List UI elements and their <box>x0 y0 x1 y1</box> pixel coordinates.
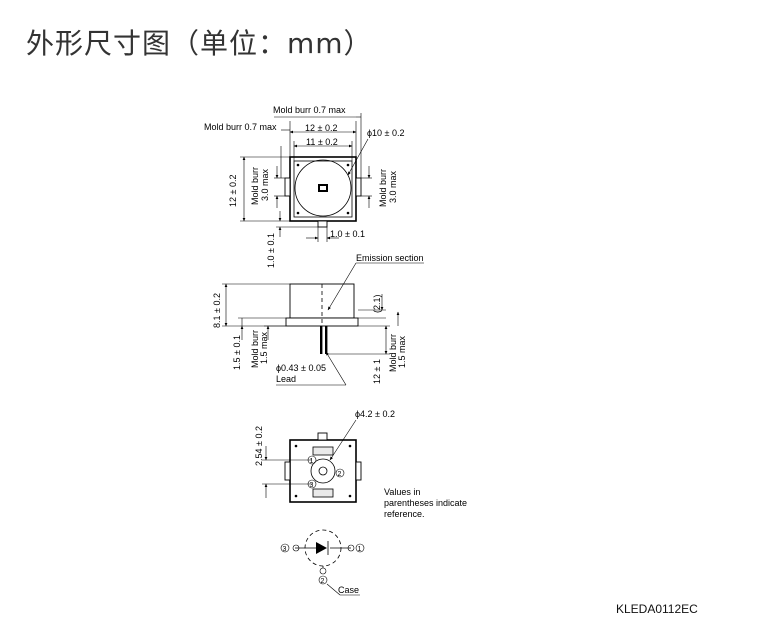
side-burr-right-a: Mold burr <box>388 334 398 372</box>
lead-label: Lead <box>276 374 296 384</box>
top-view-burr-left <box>284 177 291 197</box>
height-total-label: 8.1 ± 0.2 <box>212 293 222 328</box>
side-burr-left-a: Mold burr <box>250 330 260 368</box>
top-view-inner <box>293 160 353 218</box>
schematic-terminal-1 <box>347 544 355 552</box>
bottom-view-tab <box>317 432 328 441</box>
tab-width-label: 1.0 ± 0.1 <box>330 229 365 239</box>
mold-burr-side-right-a: Mold burr <box>378 169 388 207</box>
bottom-view: 1 2 3 2.54 ± 0.2 ϕ4.2 ± 0.2 Values in pa… <box>254 409 467 519</box>
note-line-2: parentheses indicate <box>384 498 467 508</box>
side-burr-left-b: 1.5 max <box>259 331 269 364</box>
svg-text:3: 3 <box>310 482 314 489</box>
note-line-1: Values in <box>384 487 420 497</box>
pcd-label: ϕ4.2 ± 0.2 <box>355 409 395 419</box>
drawing-code: KLEDA0112EC <box>616 602 698 616</box>
svg-text:2: 2 <box>321 578 325 585</box>
top-view-burr-right <box>355 177 362 197</box>
lead-dia-label: ϕ0.43 ± 0.05 <box>276 363 326 373</box>
svg-text:1: 1 <box>310 458 314 465</box>
bottom-pin-2 <box>335 468 345 478</box>
emission-section-label: Emission section <box>356 253 424 263</box>
side-burr-right-b: 1.5 max <box>397 335 407 368</box>
mold-burr-side-right-b: 3.0 max <box>388 170 398 203</box>
mold-burr-side-left-a: Mold burr <box>250 167 260 205</box>
top-view-window <box>294 159 352 217</box>
schematic-terminal-3 <box>292 544 300 552</box>
svg-text:2: 2 <box>338 471 342 478</box>
side-view-lead-1 <box>320 326 323 354</box>
schematic: 3 1 2 Case <box>280 529 365 596</box>
bottom-view-pad-top <box>312 446 334 456</box>
side-view-lead-2 <box>325 326 328 354</box>
mold-burr-top-label: Mold burr 0.7 max <box>273 105 346 115</box>
bottom-view-pad-bottom <box>312 488 334 498</box>
schematic-terminal-2 <box>319 567 327 575</box>
side-view: Emission section 8.1 ± 0.2 (2.1) 1.5 ± 0… <box>212 253 424 386</box>
mold-burr-side-left-b: 3.0 max <box>260 168 270 201</box>
width-outer-label: 12 ± 0.2 <box>305 123 337 133</box>
flange-height-label: 1.5 ± 0.1 <box>232 335 242 370</box>
top-view-tab <box>317 220 328 228</box>
bottom-view-pcd-circle <box>310 458 336 484</box>
lead-length-label: 12 ± 1 <box>372 359 382 384</box>
svg-text:3: 3 <box>283 546 287 553</box>
case-label: Case <box>338 585 359 595</box>
svg-text:1: 1 <box>358 546 362 553</box>
height-left-label: 12 ± 0.2 <box>228 175 238 207</box>
window-dia-label: ϕ10 ± 0.2 <box>367 128 405 138</box>
page-title: 外形尺寸图（单位：mm） <box>26 27 373 60</box>
pin-pitch-label: 2.54 ± 0.2 <box>254 426 264 466</box>
mold-burr-left-label: Mold burr 0.7 max <box>204 122 277 132</box>
note-line-3: reference. <box>384 509 425 519</box>
top-view: Mold burr 0.7 max Mold burr 0.7 max 12 ±… <box>204 105 405 268</box>
emission-ref-label: (2.1) <box>372 294 382 313</box>
diode-symbol <box>316 542 327 554</box>
tab-height-label: 1.0 ± 0.1 <box>266 233 276 268</box>
width-inner-label: 11 ± 0.2 <box>306 137 338 147</box>
